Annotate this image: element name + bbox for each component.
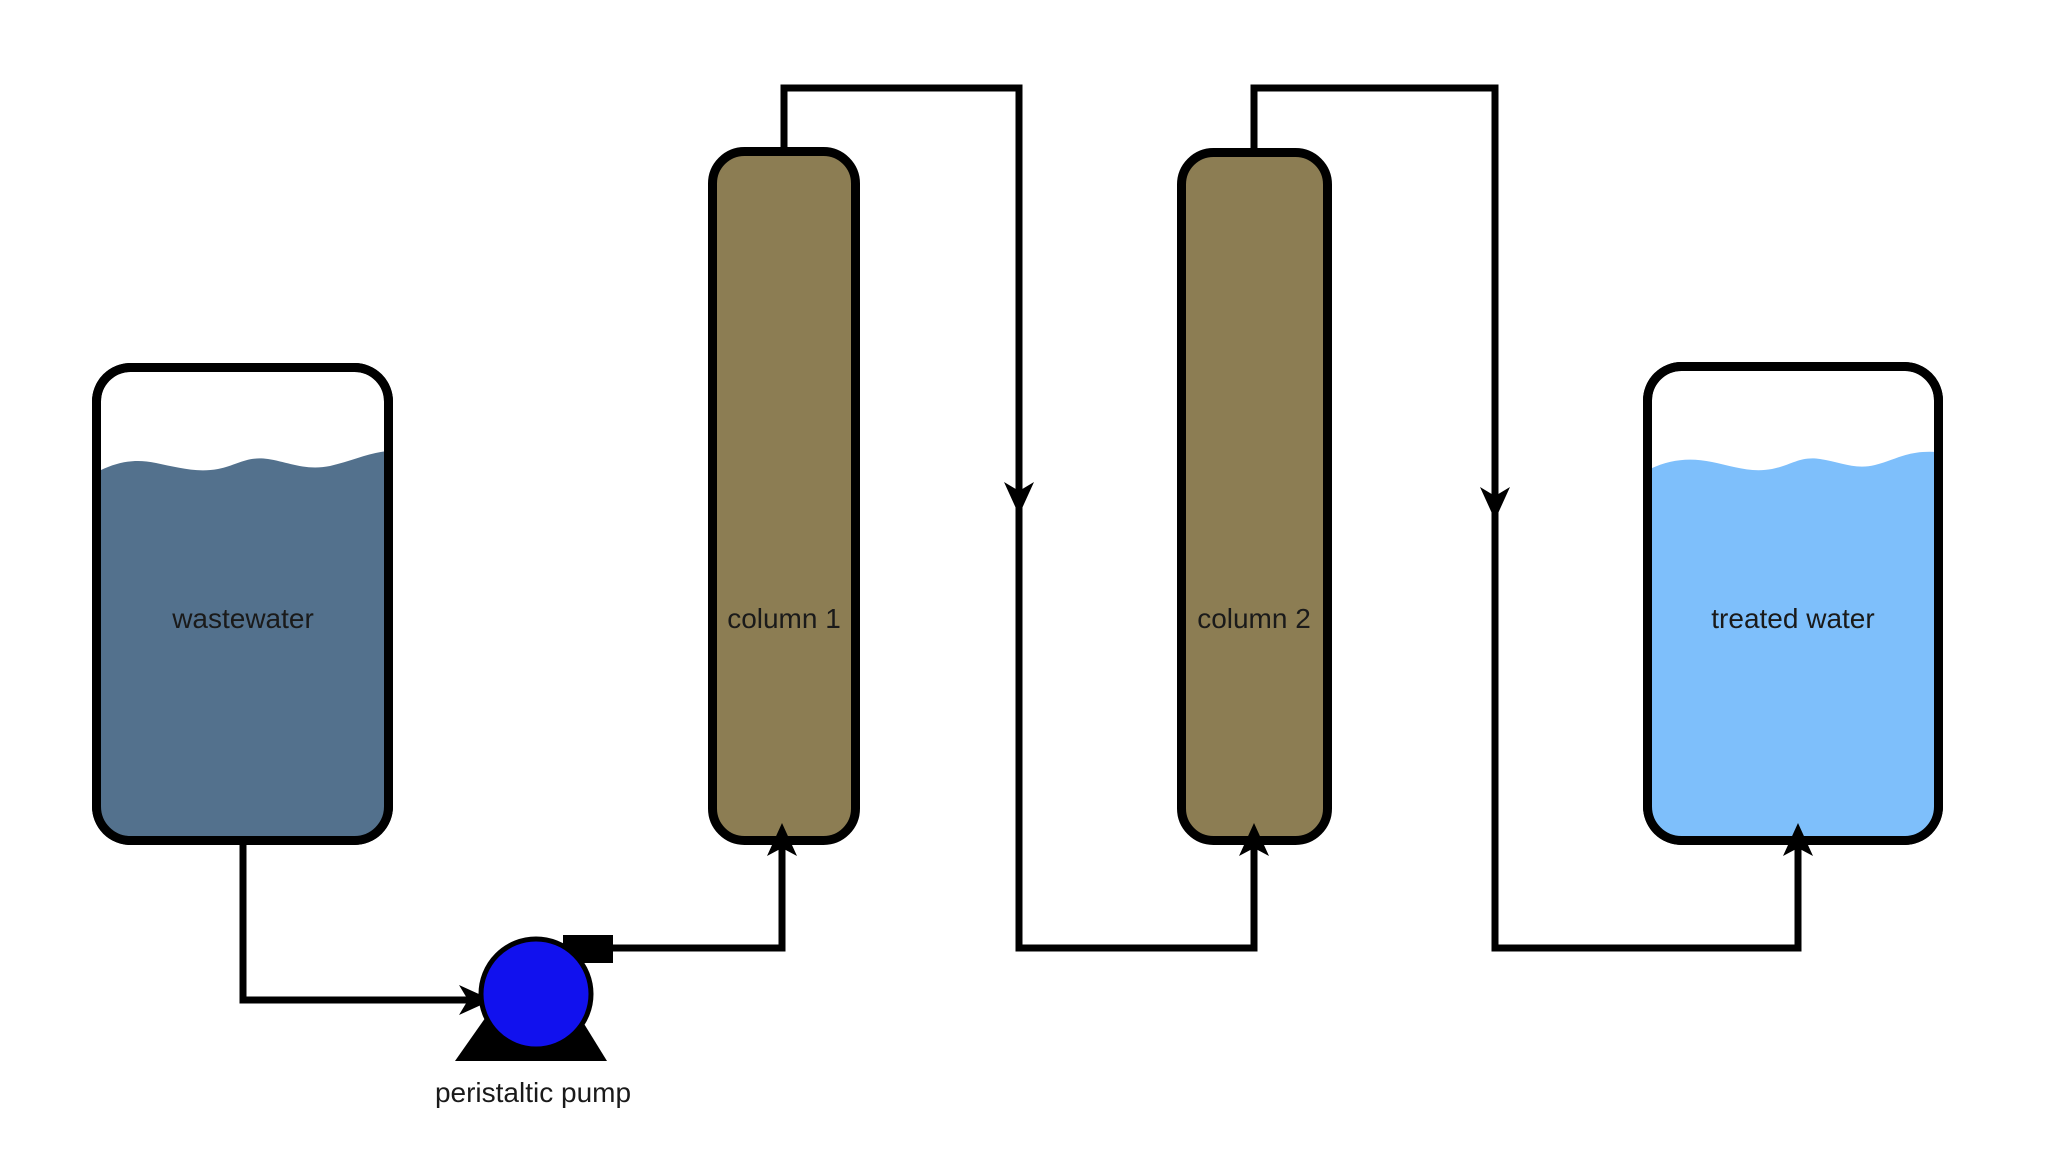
wastewater-tank: wastewater [92, 363, 393, 845]
pipe-pump-to-column-1 [608, 836, 786, 952]
column-1-label: column 1 [727, 603, 841, 634]
column-1: column 1 [708, 147, 860, 845]
wastewater-label: wastewater [171, 603, 314, 634]
arrowhead-down-column-1-outlet [1004, 482, 1034, 515]
arrowhead-into-pump [459, 985, 492, 1015]
peristaltic-pump: peristaltic pump [435, 935, 631, 1108]
pump-rotor-icon [478, 936, 594, 1052]
column-1-body [708, 147, 860, 845]
treated-water-liquid [1648, 451, 1938, 840]
wastewater-tank-outline [92, 363, 393, 845]
pump-label: peristaltic pump [435, 1077, 631, 1108]
treated-water-tank: treated water [1643, 362, 1943, 845]
arrowhead-into-treated-tank [1783, 823, 1813, 856]
arrowhead-into-column-1 [767, 823, 797, 856]
treated-water-label: treated water [1711, 603, 1874, 634]
pipe-column-1-to-column-2 [780, 84, 1258, 952]
column-2-body [1177, 148, 1332, 845]
column-2: column 2 [1177, 148, 1332, 845]
wastewater-liquid [97, 451, 388, 840]
pipe-wastewater-to-pump [239, 841, 482, 1004]
arrowhead-into-column-2 [1239, 823, 1269, 856]
arrowhead-down-column-2-outlet [1480, 487, 1510, 520]
pipes [239, 84, 1813, 1015]
column-2-label: column 2 [1197, 603, 1311, 634]
